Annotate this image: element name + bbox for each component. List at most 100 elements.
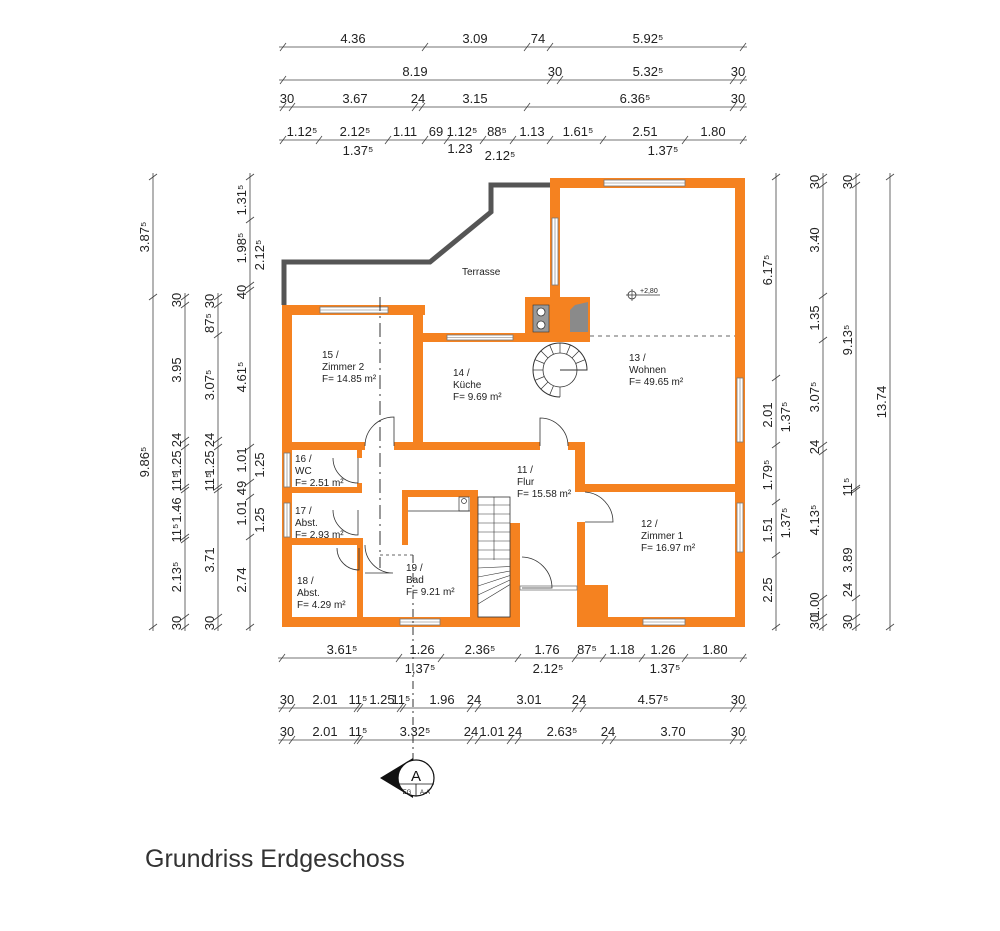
dimension-tick <box>818 173 828 181</box>
dimension-label: 30 <box>202 616 217 630</box>
dimension-label: 1.12⁵ <box>287 124 318 139</box>
dimension-tick <box>479 135 487 145</box>
dimension-label: 3.67 <box>342 91 367 106</box>
section-letter: A <box>411 768 421 785</box>
dimension-label: 11⁵ <box>169 524 184 543</box>
dimension-tick <box>180 536 190 544</box>
dimension-label: 1.01 <box>234 447 249 472</box>
dimension-label: 11⁵ <box>202 473 217 492</box>
svg-text:Zimmer 1: Zimmer 1 <box>641 531 684 542</box>
dimension-tick <box>213 301 223 309</box>
sink-icon <box>458 496 470 512</box>
dimension-label: 24 <box>601 724 615 739</box>
dimension-label: 4.61⁵ <box>234 362 249 393</box>
stair-tread <box>575 359 586 364</box>
svg-text:F= 14.85 m²: F= 14.85 m² <box>322 374 377 385</box>
dimension-tick <box>278 703 286 713</box>
dimension-label: 30 <box>169 616 184 630</box>
dimension-label: 1.37⁵ <box>648 143 679 158</box>
dimension-label: 1.25 <box>169 450 184 475</box>
stair-tread <box>566 344 571 355</box>
dimension-label: 30 <box>548 64 562 79</box>
dimension-tick <box>180 436 190 444</box>
dimension-tick <box>514 653 522 663</box>
dimension-label: 24 <box>411 91 425 106</box>
dimension-label: 11⁵ <box>169 473 184 492</box>
dimension-label: 6.17⁵ <box>760 255 775 286</box>
dimension-label: 87⁵ <box>202 313 217 333</box>
dimension-label: 24 <box>202 433 217 447</box>
section-floor: EG <box>403 790 412 796</box>
stair-tread <box>477 575 511 587</box>
dimension-label: 1.76 <box>534 642 559 657</box>
dimension-label: 1.79⁵ <box>760 460 775 491</box>
svg-text:Wohnen: Wohnen <box>629 365 666 376</box>
dimension-label: 40 <box>234 285 249 299</box>
room-label-zimmer-1: 12 /Zimmer 1F= 16.97 m² <box>641 519 696 554</box>
dimension-label: 1.01 <box>479 724 504 739</box>
dimension-label: 1.61⁵ <box>563 124 594 139</box>
dimension-tick <box>148 173 158 181</box>
svg-text:F= 4.29 m²: F= 4.29 m² <box>297 600 346 611</box>
dimension-tick <box>851 594 861 602</box>
dimension-tick <box>396 703 404 713</box>
dimension-tick <box>571 653 579 663</box>
dimension-tick <box>245 216 255 224</box>
svg-text:19 /: 19 / <box>406 563 423 574</box>
dimension-tick <box>213 443 223 451</box>
svg-text:Flur: Flur <box>517 477 535 488</box>
dimension-tick <box>411 102 419 112</box>
dimension-tick <box>729 703 737 713</box>
dimension-label: 4.57⁵ <box>638 692 669 707</box>
svg-text:16 /: 16 / <box>295 454 312 465</box>
dimension-tick <box>278 653 286 663</box>
dimension-tick <box>885 623 895 631</box>
dimension-label: 3.07⁵ <box>202 370 217 401</box>
dimension-tick <box>851 486 861 494</box>
dimension-tick <box>356 703 364 713</box>
dimension-label: 2.01 <box>312 692 337 707</box>
dimension-label: 4.36 <box>340 31 365 46</box>
dimension-label: 4.13⁵ <box>807 505 822 536</box>
stair-tread <box>540 381 549 390</box>
dimension-tick <box>739 653 747 663</box>
dimension-tick <box>180 301 190 309</box>
section-id: A-A <box>420 790 430 796</box>
stair-tread <box>534 376 545 381</box>
dimension-label: 2.12⁵ <box>533 661 564 676</box>
dimension-label: 2.36⁵ <box>465 642 496 657</box>
dimension-tick <box>729 735 737 745</box>
dimension-label: 2.51 <box>632 124 657 139</box>
dimension-tick <box>771 173 781 181</box>
dimension-label: 30 <box>731 692 745 707</box>
dimension-label: 11⁵ <box>349 724 368 739</box>
doors <box>332 416 614 589</box>
dimension-label: 6.36⁵ <box>620 91 651 106</box>
dimension-label: 2.01 <box>312 724 337 739</box>
dimension-label: 1.31⁵ <box>234 185 249 216</box>
dimension-tick <box>421 135 429 145</box>
dimension-label: 3.40 <box>807 227 822 252</box>
dimension-tick <box>418 102 426 112</box>
dimension-tick <box>739 102 747 112</box>
dimension-tick <box>506 735 514 745</box>
staircase <box>477 496 511 618</box>
dimension-tick <box>818 594 828 602</box>
dimension-label: 3.61⁵ <box>327 642 358 657</box>
dimension-tick <box>851 484 861 492</box>
dimension-tick <box>213 436 223 444</box>
svg-text:17 /: 17 / <box>295 506 312 517</box>
dimension-label: 1.13 <box>519 124 544 139</box>
svg-text:F= 9.69 m²: F= 9.69 m² <box>453 392 502 403</box>
dimension-label: 1.80 <box>700 124 725 139</box>
svg-text:Bad: Bad <box>406 575 424 586</box>
dimension-label: 11⁵ <box>349 692 368 707</box>
dimension-tick <box>739 75 747 85</box>
svg-text:F= 16.97 m²: F= 16.97 m² <box>641 543 696 554</box>
dimension-tick <box>288 703 296 713</box>
dimension-label: 24 <box>508 724 522 739</box>
dimension-label: 1.25 <box>369 692 394 707</box>
svg-text:Abst.: Abst. <box>295 518 318 529</box>
